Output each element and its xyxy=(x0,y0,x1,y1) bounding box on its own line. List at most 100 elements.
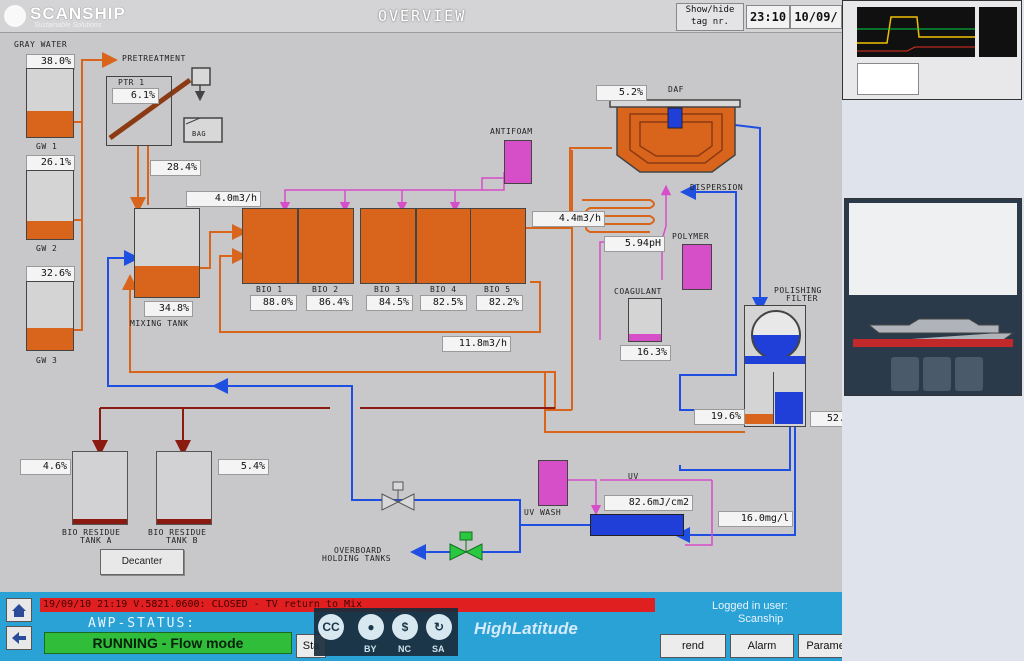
bio5-value: 82.2% xyxy=(476,295,523,311)
pretreatment-outflow-value: 28.4% xyxy=(150,160,201,176)
brand-logo: SCANSHIP xyxy=(30,4,126,23)
polishing-filter-drum xyxy=(751,310,801,360)
antifoam-tank[interactable] xyxy=(504,140,532,184)
residue-a-label-2: TANK A xyxy=(80,536,112,545)
bio2-reactor[interactable] xyxy=(298,208,354,284)
nc-label: NC xyxy=(398,644,411,654)
residue-b-value: 5.4% xyxy=(218,459,269,475)
coagulant-value: 16.3% xyxy=(620,345,671,361)
bio3-reactor[interactable] xyxy=(360,208,416,284)
ship-image xyxy=(849,317,1017,353)
ph-value: 5.94pH xyxy=(604,236,665,252)
ptr1-label: PTR 1 xyxy=(118,78,145,87)
gw1-tank[interactable] xyxy=(26,68,74,138)
home-icon xyxy=(12,604,26,617)
monitor-ship xyxy=(844,198,1022,396)
daf-value: 5.2% xyxy=(596,85,647,101)
sa-icon: ↻ xyxy=(426,614,452,640)
polishing-filter-label-1: POLISHING xyxy=(774,286,822,295)
gw2-tank[interactable] xyxy=(26,170,74,240)
back-button[interactable] xyxy=(6,626,32,650)
clock-time: 23:10 xyxy=(746,5,790,29)
decanter-button[interactable]: Decanter xyxy=(100,549,184,575)
polishing-filter-left-chamber xyxy=(745,372,774,424)
polishing-right-value: 52.1% xyxy=(810,411,842,427)
antifoam-label: ANTIFOAM xyxy=(490,127,533,136)
uv-valve-shape xyxy=(381,481,415,511)
residue-b-label-2: TANK B xyxy=(166,536,198,545)
pretreatment-label: PRETREATMENT xyxy=(122,54,186,63)
adjacent-monitors xyxy=(842,0,1024,661)
page-title: OVERVIEW xyxy=(378,7,467,25)
bio1-reactor[interactable] xyxy=(242,208,298,284)
awp-status-indicator: RUNNING - Flow mode xyxy=(44,632,292,654)
residue-b-label-1: BIO RESIDUE xyxy=(148,528,207,537)
coagulant-tank[interactable] xyxy=(628,298,662,342)
back-arrow-icon xyxy=(12,632,26,644)
uv-dose-value: 82.6mJ/cm2 xyxy=(604,495,693,511)
show-hide-tag-button[interactable]: Show/hide tag nr. xyxy=(676,3,744,31)
uv-reactor[interactable] xyxy=(590,514,684,536)
top-bar: SCANSHIP Sustainable Solutions OVERVIEW … xyxy=(0,0,842,33)
bio3-label: BIO 3 xyxy=(374,285,401,294)
brand-tagline: Sustainable Solutions xyxy=(34,22,102,29)
polishing-filter-label-2: FILTER xyxy=(786,294,818,303)
parameter-button[interactable]: Parameter xyxy=(798,634,842,658)
uv-concentration-value: 16.0mg/l xyxy=(718,511,793,527)
sa-label: SA xyxy=(432,644,445,654)
alarm-button[interactable]: Alarm xyxy=(730,634,794,658)
alarm-message-line[interactable]: 19/09/10 21:19 V.5821.0600: CLOSED - TV … xyxy=(40,598,655,612)
bio4-value: 82.5% xyxy=(420,295,467,311)
logged-in-user: Logged in user: Scanship xyxy=(712,600,788,625)
uv-wash-tank[interactable] xyxy=(538,460,568,506)
gw3-level-value: 32.6% xyxy=(26,266,75,282)
overboard-label-1: OVERBOARD xyxy=(334,546,382,555)
polishing-filter-right-chamber xyxy=(775,392,803,424)
polishing-filter[interactable] xyxy=(744,305,806,427)
mixing-tank-value: 34.8% xyxy=(144,301,193,317)
polishing-left-value: 19.6% xyxy=(694,409,745,425)
gw1-label: GW 1 xyxy=(36,142,58,151)
polymer-tank[interactable] xyxy=(682,244,712,290)
bio4-label: BIO 4 xyxy=(430,285,457,294)
ptr1-unit[interactable] xyxy=(106,76,172,146)
cc-icon: CC xyxy=(318,614,344,640)
scanship-logo-icon xyxy=(4,5,26,27)
gw3-tank[interactable] xyxy=(26,281,74,351)
bio5-label: BIO 5 xyxy=(484,285,511,294)
by-label: BY xyxy=(364,644,377,654)
highlatitude-watermark: HighLatitude xyxy=(474,619,578,638)
bio-residue-tank-a[interactable] xyxy=(72,451,128,525)
clock-date: 10/09/ xyxy=(790,5,842,29)
bio-residue-tank-b[interactable] xyxy=(156,451,212,525)
bio5-reactor[interactable] xyxy=(470,208,526,284)
coagulant-label: COAGULANT xyxy=(614,287,662,296)
gauge-1 xyxy=(891,357,919,391)
bio-return-flow-value: 11.8m3/h xyxy=(442,336,511,352)
dispersion-label: DISPERSION xyxy=(690,183,744,192)
bio3-value: 84.5% xyxy=(366,295,413,311)
daf-tank-shape xyxy=(609,99,741,173)
bio1-value: 88.0% xyxy=(250,295,297,311)
mixing-tank-label: MIXING TANK xyxy=(130,319,189,328)
uv-label: UV xyxy=(628,472,639,481)
uv-wash-label: UV WASH xyxy=(524,508,562,517)
trend-button[interactable]: rend xyxy=(660,634,726,658)
trend-legend xyxy=(857,63,919,95)
bio4-reactor[interactable] xyxy=(416,208,472,284)
bio1-label: BIO 1 xyxy=(256,285,283,294)
trend-graph-secondary xyxy=(979,7,1017,57)
polishing-filter-water-band xyxy=(745,356,805,364)
gw3-label: GW 3 xyxy=(36,356,58,365)
ptr1-value: 6.1% xyxy=(112,88,159,104)
overboard-valve-shape xyxy=(449,531,483,561)
hmi-screen: SCANSHIP Sustainable Solutions OVERVIEW … xyxy=(0,0,842,661)
daf-label: DAF xyxy=(668,85,684,94)
polymer-label: POLYMER xyxy=(672,232,710,241)
gauge-3 xyxy=(955,357,983,391)
home-button[interactable] xyxy=(6,598,32,622)
bag-label: BAG xyxy=(192,130,207,138)
mixing-tank[interactable] xyxy=(134,208,200,298)
gw2-level-value: 26.1% xyxy=(26,155,75,171)
bio2-label: BIO 2 xyxy=(312,285,339,294)
